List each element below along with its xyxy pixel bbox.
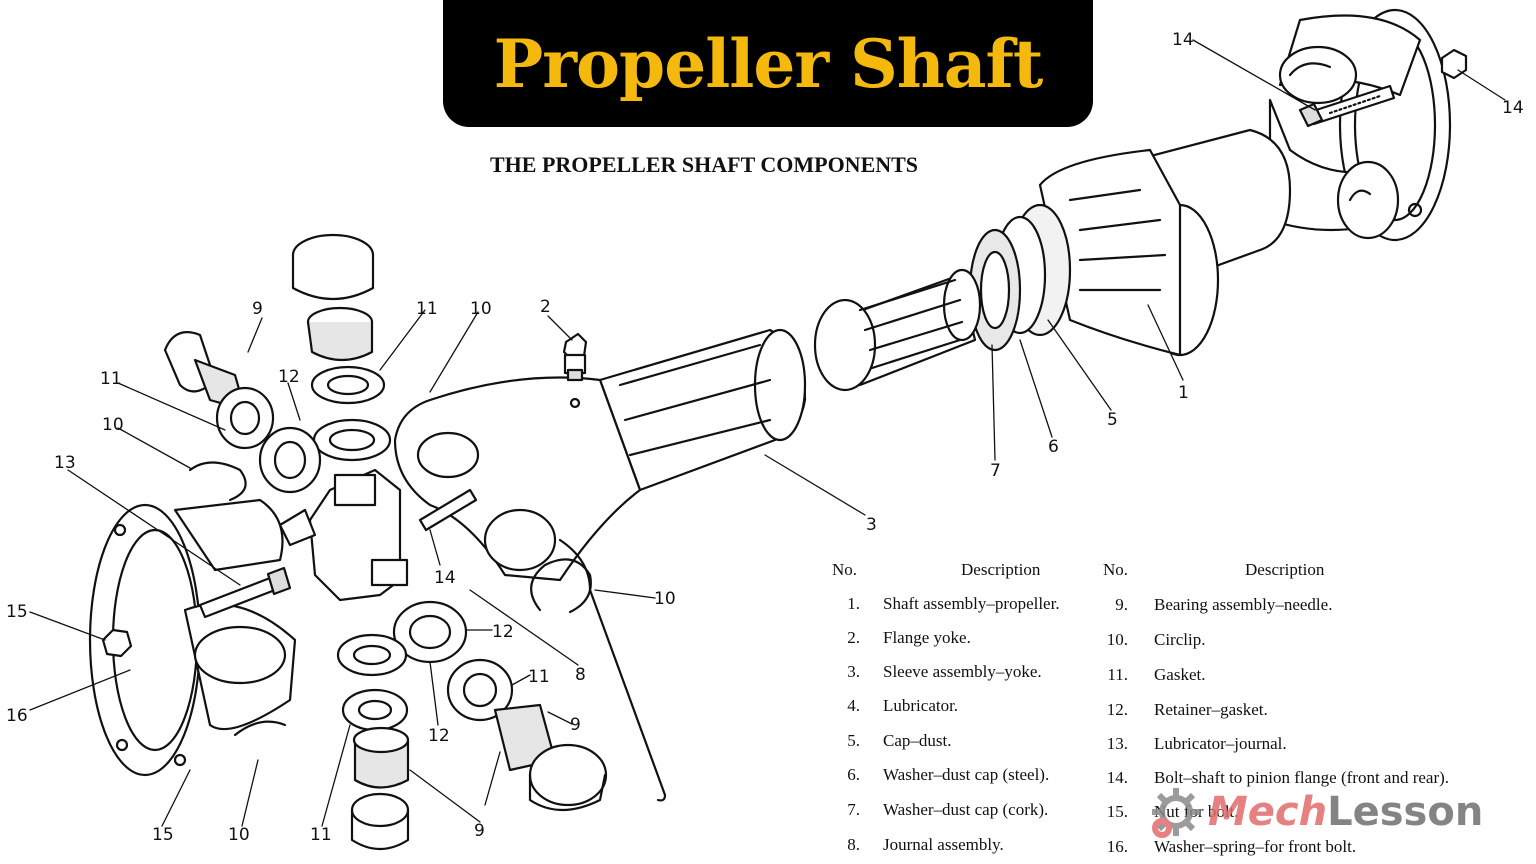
legend-num: 16. <box>1106 837 1128 856</box>
upper-bearing-stack <box>291 233 392 462</box>
callout-11-right: 11 <box>528 667 550 687</box>
page-title: Propeller Shaft <box>493 24 1044 103</box>
callout-10-top: 10 <box>470 299 492 319</box>
parts-legend: No. Description No. Description 1. Shaft … <box>830 560 1530 860</box>
callout-10-mid: 10 <box>654 589 676 609</box>
callout-13: 14 <box>434 568 456 588</box>
title-banner: Propeller Shaft <box>443 0 1093 127</box>
legend-num: 11. <box>1107 665 1128 684</box>
legend-desc: Shaft assembly–propeller. <box>883 594 1060 613</box>
legend-desc: Lubricator–journal. <box>1154 734 1287 753</box>
legend-num: 9. <box>1115 595 1128 614</box>
legend-desc: Cap–dust. <box>883 731 952 750</box>
callout-2: 15 <box>152 825 174 845</box>
left-nut <box>101 628 133 658</box>
diagram-subtitle: THE PROPELLER SHAFT COMPONENTS <box>490 152 919 177</box>
callout-12-bottom: 12 <box>428 726 450 746</box>
watermark-mech: Mech <box>1208 789 1328 835</box>
legend-header-desc-left: Description <box>961 560 1041 579</box>
callout-15-right: 14 <box>1502 98 1524 118</box>
callout-9-bottom: 9 <box>474 821 485 841</box>
legend-num: 4. <box>847 696 860 715</box>
watermark-lesson: Lesson <box>1327 789 1484 835</box>
legend-num: 7. <box>847 800 860 819</box>
legend-desc: Lubricator. <box>883 696 959 715</box>
dust-cap-assembly <box>968 203 1072 352</box>
legend-num: 12. <box>1106 700 1128 719</box>
legend-header-no-right: No. <box>1103 560 1129 579</box>
callout-15-left: 15 <box>6 602 28 622</box>
callout-10-left: 10 <box>102 415 124 435</box>
callout-7: 7 <box>990 461 1001 481</box>
legend-header-no-left: No. <box>832 560 858 579</box>
legend-num: 5. <box>847 731 860 750</box>
legend-desc: Sleeve assembly–yoke. <box>883 662 1042 681</box>
legend-desc: Circlip. <box>1154 630 1206 649</box>
callout-14-right: 14 <box>1172 30 1194 50</box>
callout-12-top: 12 <box>278 367 300 387</box>
lubricator <box>562 332 588 382</box>
callout-3: 3 <box>866 515 877 535</box>
callout-4: 2 <box>540 297 551 317</box>
callout-1: 1 <box>1178 383 1189 403</box>
legend-num: 10. <box>1106 630 1128 649</box>
legend-desc: Washer–dust cap (cork). <box>883 800 1049 819</box>
callout-6: 6 <box>1048 437 1059 457</box>
legend-desc: Flange yoke. <box>883 628 971 647</box>
legend-desc: Retainer–gasket. <box>1154 700 1268 719</box>
propeller-shaft-tube <box>1038 128 1292 357</box>
lower-bearing-stack <box>336 538 667 851</box>
legend-desc: Gasket. <box>1154 665 1206 684</box>
legend-num: 8. <box>847 835 860 854</box>
legend-desc: Bearing assembly–needle. <box>1154 595 1333 614</box>
callout-16: 16 <box>6 706 28 726</box>
callout-9-right: 9 <box>570 715 581 735</box>
legend-desc: Journal assembly. <box>883 835 1004 854</box>
legend-desc: Washer–dust cap (steel). <box>883 765 1050 784</box>
legend-desc: Washer–spring–for front bolt. <box>1154 837 1357 856</box>
callout-11-left: 11 <box>100 369 122 389</box>
callout-11-bottom: 11 <box>310 825 332 845</box>
legend-num: 13. <box>1106 734 1128 753</box>
legend-num: 3. <box>847 662 860 681</box>
left-bolt <box>198 566 292 619</box>
callout-12-right: 12 <box>492 622 514 642</box>
callout-11-top: 11 <box>416 299 438 319</box>
legend-num: 1. <box>847 594 860 613</box>
legend-desc: Bolt–shaft to pinion flange (front and r… <box>1154 768 1450 787</box>
rear-flange-yoke <box>1268 8 1452 242</box>
right-nut <box>1440 48 1468 80</box>
legend-num: 2. <box>847 628 860 647</box>
legend-num: 15. <box>1106 802 1128 821</box>
gear-icon <box>1152 788 1200 838</box>
journal-cross <box>278 468 478 602</box>
callout-14-left: 13 <box>54 453 76 473</box>
front-flange-yoke <box>88 498 297 777</box>
legend-num: 6. <box>847 765 860 784</box>
callout-5: 5 <box>1107 410 1118 430</box>
callout-10-bottom: 10 <box>228 825 250 845</box>
splined-shaft <box>813 268 982 392</box>
sleeve-yoke <box>393 328 807 582</box>
circlip-a <box>530 558 592 614</box>
legend-num: 14. <box>1106 768 1128 787</box>
callout-8: 8 <box>575 665 586 685</box>
left-bearing-stack <box>163 331 322 502</box>
callout-9-top: 9 <box>252 299 263 319</box>
legend-header-desc-right: Description <box>1245 560 1325 579</box>
